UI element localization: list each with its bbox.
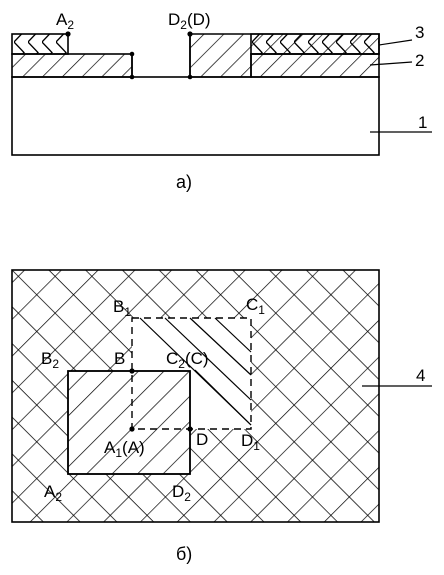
point-d2-marker [187, 31, 193, 37]
label-d2d-top: D2(D) [168, 10, 211, 32]
caption-a: а) [176, 172, 192, 192]
label-c2c: C2(C) [166, 349, 209, 371]
figure-a: A2 D2(D) 3 2 1 а) [11, 10, 432, 192]
caption-b: б) [176, 544, 192, 564]
callout-3: 3 [415, 23, 424, 42]
figure-b: B1 C1 B2 B C2(C) A1(A) D D1 A2 D2 4 б) [11, 269, 432, 564]
layer-1-substrate [11, 76, 380, 156]
label-b1: B1 [113, 297, 131, 319]
point-a2-marker [65, 31, 71, 37]
layer-2-left [11, 53, 133, 78]
callout-1: 1 [418, 113, 427, 132]
layer-3-left [11, 33, 69, 55]
label-a2-top: A2 [56, 10, 74, 32]
label-a1a: A1(A) [104, 438, 145, 460]
layer-2-right [250, 53, 380, 78]
dashed-outline [131, 317, 252, 430]
label-d1: D1 [241, 431, 260, 453]
label-d2-bottom: D2 [172, 482, 191, 504]
label-a2-bottom: A2 [44, 482, 62, 504]
label-b: B [114, 349, 125, 368]
callout-4: 4 [416, 366, 425, 385]
layer-3-right-top [250, 33, 380, 55]
label-b2: B2 [41, 349, 59, 371]
label-d: D [196, 430, 208, 449]
label-c1: C1 [246, 295, 265, 317]
callout-2: 2 [415, 51, 424, 70]
